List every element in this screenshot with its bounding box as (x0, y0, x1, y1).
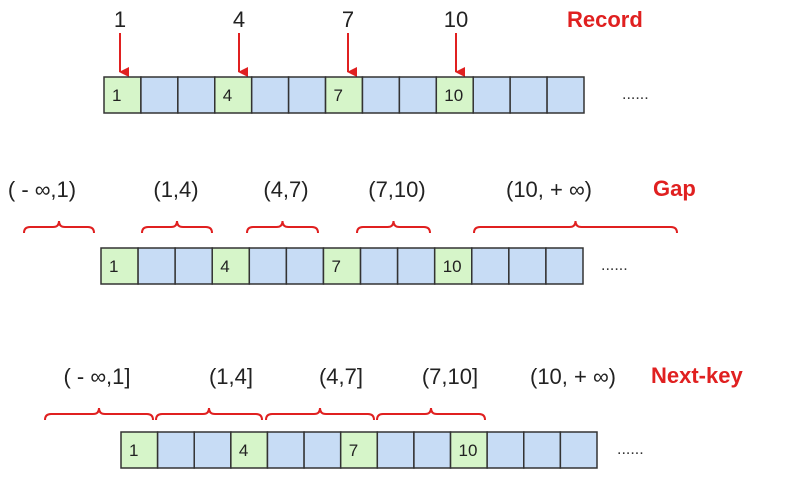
record-cell (339, 431, 379, 469)
empty-cell (509, 76, 548, 114)
gap-range-label: (4,7) (263, 177, 308, 202)
record-cell-value: 1 (129, 441, 138, 460)
record-title: Record (567, 7, 643, 32)
record-cell-value: 10 (444, 86, 463, 105)
record-arrow-label: 10 (444, 7, 468, 32)
record-cell-value: 7 (331, 257, 340, 276)
record-cell (324, 76, 364, 114)
curly-brace (473, 220, 678, 234)
empty-cell (559, 431, 598, 469)
gap-index-row: 1 4 7 10 (100, 247, 584, 285)
empty-cell (287, 76, 327, 114)
next-key-range-label: ( - ∞,1] (63, 364, 130, 389)
empty-cell (398, 76, 438, 114)
record-cell-value: 7 (334, 86, 343, 105)
record-cell (214, 76, 253, 114)
record-cell (103, 76, 142, 114)
empty-cell (250, 76, 290, 114)
record-cell (230, 431, 269, 469)
curly-brace (246, 220, 319, 234)
next-key-range-label: (4,7] (319, 364, 363, 389)
record-arrow-label: 1 (114, 7, 126, 32)
next-key-section: Next-key ( - ∞,1] (1,4] (4,7] (7,10] (10… (44, 363, 743, 469)
empty-cell (523, 431, 562, 469)
next-key-brace (44, 407, 154, 421)
gap-range-label: (1,4) (153, 177, 198, 202)
next-key-ellipsis: ...... (617, 441, 644, 458)
gap-brace (356, 220, 431, 234)
curly-brace (155, 407, 263, 421)
next-key-index-row: 1 4 7 10 (120, 431, 598, 469)
empty-cell (545, 247, 584, 285)
curly-brace (23, 220, 95, 234)
gap-brace (23, 220, 95, 234)
empty-cell (174, 247, 213, 285)
empty-cell (177, 76, 216, 114)
record-cell-value: 10 (459, 441, 478, 460)
next-key-brace (376, 407, 486, 421)
gap-range-label: (10, + ∞) (506, 177, 592, 202)
curly-brace (376, 407, 486, 421)
record-cell-value: 4 (239, 441, 248, 460)
gap-range-label: (7,10) (368, 177, 425, 202)
record-cell-value: 4 (220, 257, 229, 276)
empty-cell (303, 431, 342, 469)
curly-brace (356, 220, 431, 234)
empty-cell (140, 76, 179, 114)
gap-brace (473, 220, 678, 234)
empty-cell (376, 431, 415, 469)
record-cell-value: 7 (349, 441, 358, 460)
empty-cell (248, 247, 288, 285)
gap-brace (141, 220, 213, 234)
empty-cell (413, 431, 452, 469)
record-cell (322, 247, 362, 285)
empty-cell (156, 431, 195, 469)
record-section: Record 1 4 7 10 1 4 7 10 ...... (103, 7, 649, 114)
empty-cell (359, 247, 399, 285)
gap-section: Gap ( - ∞,1) (1,4) (4,7) (7,10) (10, + ∞… (8, 176, 696, 285)
gap-range-label: ( - ∞,1) (8, 177, 76, 202)
next-key-brace (155, 407, 263, 421)
next-key-title: Next-key (651, 363, 743, 388)
empty-cell (396, 247, 436, 285)
record-cell-value: 1 (109, 257, 118, 276)
curly-brace (141, 220, 213, 234)
gap-ellipsis: ...... (601, 257, 628, 274)
next-key-range-label: (7,10] (422, 364, 478, 389)
empty-cell (361, 76, 401, 114)
record-cell-value: 1 (112, 86, 121, 105)
next-key-range-label: (10, + ∞) (530, 364, 616, 389)
empty-cell (285, 247, 325, 285)
next-key-brace (265, 407, 375, 421)
gap-brace (246, 220, 319, 234)
empty-cell (472, 76, 511, 114)
gap-title: Gap (653, 176, 696, 201)
record-arrow-label: 4 (233, 7, 245, 32)
record-cell (449, 431, 488, 469)
record-cell (120, 431, 159, 469)
empty-cell (508, 247, 547, 285)
empty-cell (486, 431, 525, 469)
empty-cell (193, 431, 232, 469)
curly-brace (265, 407, 375, 421)
record-cell (433, 247, 473, 285)
empty-cell (471, 247, 510, 285)
record-cell (211, 247, 251, 285)
record-cell (435, 76, 474, 114)
next-key-range-label: (1,4] (209, 364, 253, 389)
record-ellipsis: ...... (622, 86, 649, 103)
record-cell-value: 4 (223, 86, 232, 105)
record-cell-value: 10 (443, 257, 462, 276)
empty-cell (266, 431, 305, 469)
empty-cell (546, 76, 585, 114)
record-index-row: 1 4 7 10 (103, 76, 585, 114)
empty-cell (137, 247, 176, 285)
curly-brace (44, 407, 154, 421)
record-cell (100, 247, 139, 285)
record-arrow-label: 7 (342, 7, 354, 32)
